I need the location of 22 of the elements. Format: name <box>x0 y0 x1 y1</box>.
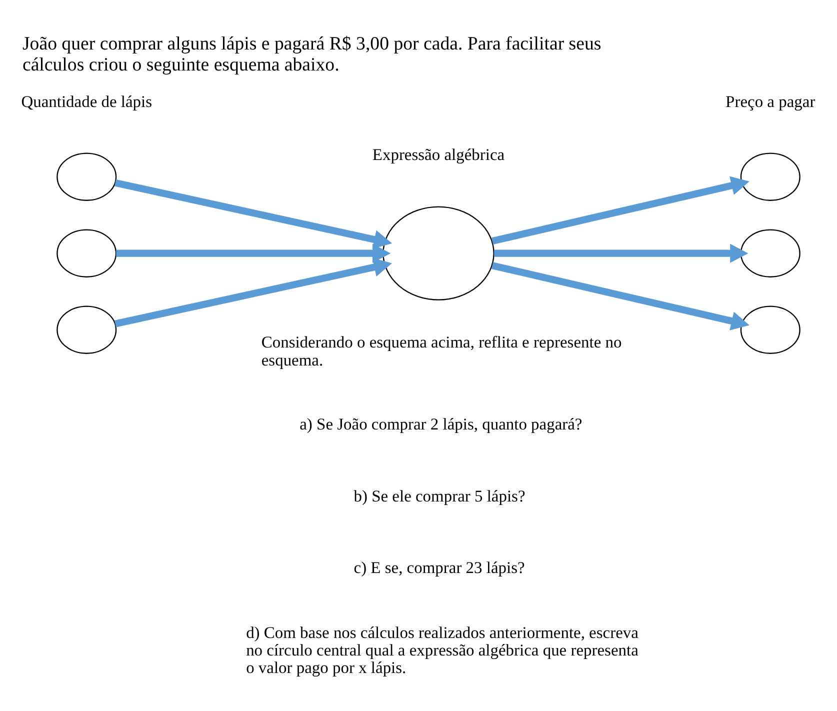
node-circle <box>740 152 800 200</box>
node-circle <box>740 305 800 354</box>
node-circle <box>740 228 800 277</box>
label: Considerando o esquema acima, reflita e represente no esquema. <box>261 332 622 369</box>
node-circle <box>382 206 494 300</box>
label: a) Se João comprar 2 lápis, quanto pagará? <box>300 414 582 433</box>
label: Quantidade de lápis <box>21 92 152 111</box>
arrow <box>491 262 750 330</box>
arrow <box>114 257 392 327</box>
arrow <box>114 178 392 248</box>
node-circle <box>56 152 117 200</box>
label: d) Com base nos cálculos realizados anteriormente, escreva no círculo central qual a expressão algébrica que representa o valor pago por x lápis. <box>246 622 638 677</box>
label: Expressão algébrica <box>372 144 505 164</box>
diagram-title: João quer comprar alguns lápis e pagará R$ 3,00 por cada. Para facilitar seus cálculos criou o seguinte esquema abaixo. <box>22 32 602 76</box>
node-circle <box>56 305 117 354</box>
label: c) E se, comprar 23 lápis? <box>354 558 525 577</box>
node-circle <box>56 228 117 277</box>
arrow <box>494 243 748 262</box>
arrow <box>116 243 391 262</box>
label: b) Se ele comprar 5 lápis? <box>354 486 526 505</box>
arrow <box>491 176 750 244</box>
label: Preço a pagar <box>726 92 816 111</box>
